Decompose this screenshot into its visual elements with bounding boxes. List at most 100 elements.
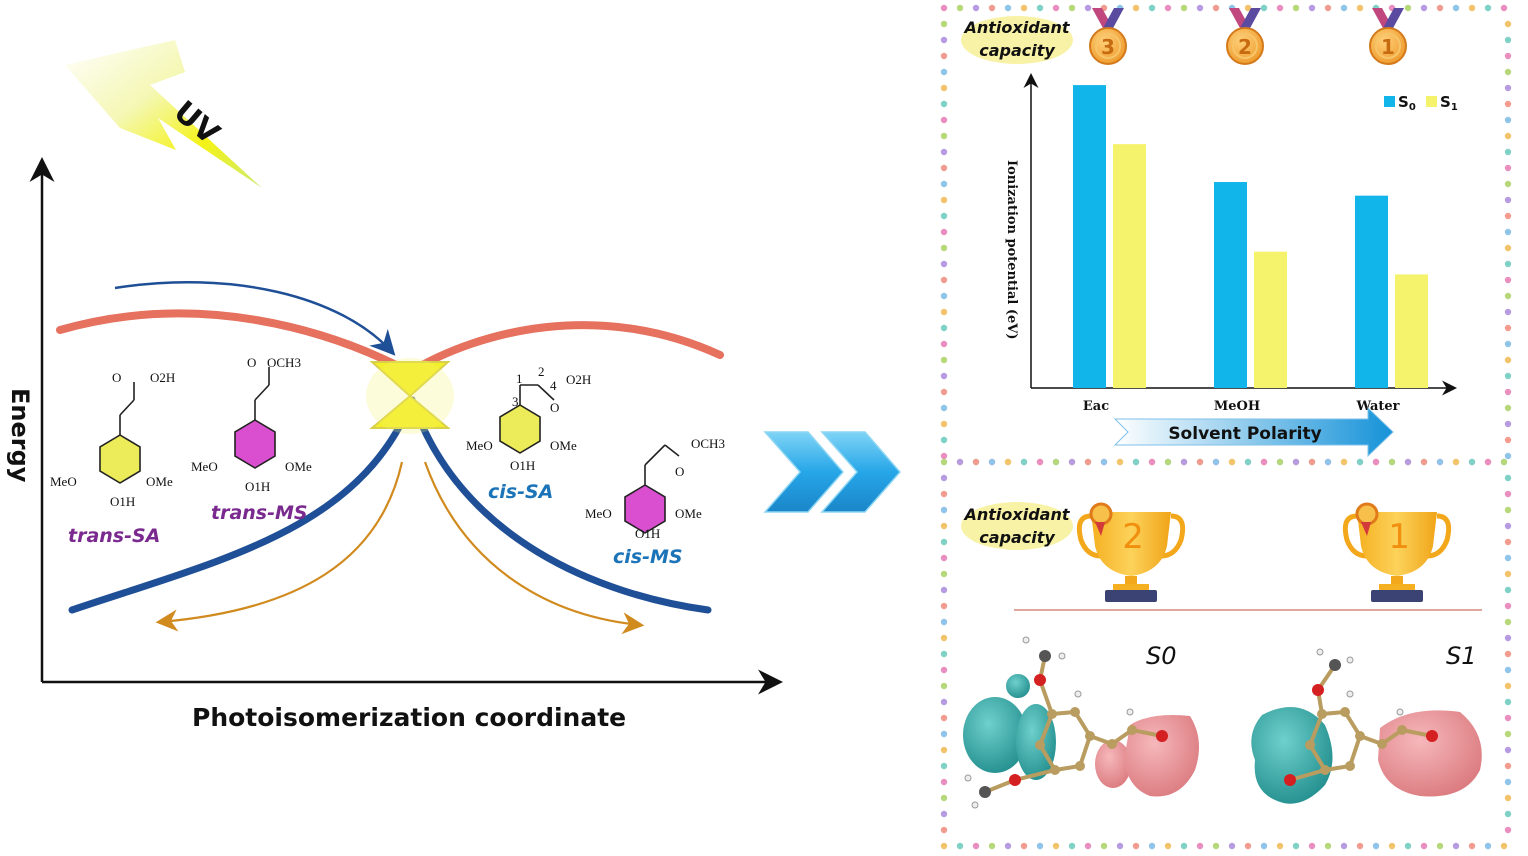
top-capacity-label: Antioxidant capacity bbox=[961, 16, 1073, 64]
frame-dot bbox=[1504, 196, 1512, 204]
frame-dot bbox=[1420, 4, 1428, 12]
frame-dot bbox=[1068, 842, 1076, 850]
frame-dot bbox=[1504, 292, 1512, 300]
frame-dot bbox=[1068, 458, 1076, 466]
frame-dot bbox=[1436, 4, 1444, 12]
medal-3-number: 3 bbox=[1101, 35, 1115, 59]
frame-dot bbox=[1212, 458, 1220, 466]
frame-dot bbox=[1004, 842, 1012, 850]
frame-dot bbox=[1308, 842, 1316, 850]
trophy-2-number: 2 bbox=[1122, 517, 1144, 557]
frame-dot bbox=[940, 228, 948, 236]
trophy-2-icon: 2 bbox=[1076, 502, 1186, 602]
frame-dot bbox=[1340, 4, 1348, 12]
frame-dot bbox=[972, 4, 980, 12]
frame-dot bbox=[988, 842, 996, 850]
frame-dot bbox=[1504, 100, 1512, 108]
frame-dot bbox=[1504, 36, 1512, 44]
frame-dot bbox=[1504, 810, 1512, 818]
frame-dot bbox=[1468, 842, 1476, 850]
orbital-s1: S1 bbox=[1251, 642, 1482, 804]
medal-1-icon: 1 bbox=[1369, 8, 1407, 65]
frame-dot bbox=[940, 68, 948, 76]
solvent-polarity-arrow: Solvent Polarity bbox=[1113, 406, 1394, 458]
frame-dot bbox=[940, 100, 948, 108]
bottom-capacity-line1: Antioxidant bbox=[963, 505, 1071, 524]
frame-dot bbox=[1084, 458, 1092, 466]
frame-dot bbox=[940, 666, 948, 674]
frame-dot bbox=[940, 682, 948, 690]
molecule-cis-sa: 1 2 3 4 O2H O MeO OMe O1H cis-SA bbox=[466, 364, 591, 503]
cis-sa-meo: MeO bbox=[466, 438, 493, 453]
frame-dot bbox=[940, 634, 948, 642]
trans-ms-label: trans-MS bbox=[211, 502, 308, 524]
frame-dot bbox=[1484, 458, 1492, 466]
frame-dot bbox=[1504, 538, 1512, 546]
y-axis-label: Energy bbox=[6, 388, 34, 483]
frame-dot bbox=[1036, 4, 1044, 12]
frame-dot bbox=[940, 148, 948, 156]
molecule-trans-sa: O O2H MeO OMe O1H trans-SA bbox=[50, 370, 175, 547]
frame-dot bbox=[940, 586, 948, 594]
x-tick-label: Eac bbox=[1083, 399, 1109, 414]
frame-dot bbox=[1504, 778, 1512, 786]
cis-sa-label: cis-SA bbox=[488, 481, 553, 503]
frame-dot bbox=[940, 570, 948, 578]
frame-dot bbox=[940, 308, 948, 316]
trans-sa-carbonyl-o: O bbox=[112, 370, 121, 385]
frame-dot bbox=[1452, 4, 1460, 12]
frame-dot bbox=[1132, 842, 1140, 850]
frame-dot bbox=[1084, 4, 1092, 12]
frame-dot bbox=[1276, 458, 1284, 466]
frame-dot bbox=[940, 538, 948, 546]
x-axis-label: Photoisomerization coordinate bbox=[192, 703, 626, 732]
frame-dot bbox=[1504, 372, 1512, 380]
cis-ms-ester-group: OCH3 bbox=[691, 436, 725, 451]
frame-dot bbox=[1244, 842, 1252, 850]
frame-dot bbox=[940, 276, 948, 284]
frame-dot bbox=[1500, 842, 1508, 850]
frame-dot bbox=[1504, 826, 1512, 834]
frame-dot bbox=[940, 164, 948, 172]
cis-sa-o1h: O1H bbox=[510, 458, 535, 473]
frame-dot bbox=[940, 36, 948, 44]
frame-dot bbox=[940, 260, 948, 268]
frame-dot bbox=[940, 842, 948, 850]
frame-dot bbox=[940, 810, 948, 818]
frame-dot bbox=[1020, 4, 1028, 12]
frame-dot bbox=[1084, 842, 1092, 850]
frame-dot bbox=[1116, 458, 1124, 466]
frame-dot bbox=[940, 84, 948, 92]
frame-dot bbox=[1468, 458, 1476, 466]
frame-dot bbox=[1132, 4, 1140, 12]
frame-dot bbox=[940, 4, 948, 12]
trans-ms-carbonyl-o: O bbox=[247, 355, 256, 370]
orbital-s0-label: S0 bbox=[1146, 642, 1177, 670]
bottom-capacity-line2: capacity bbox=[979, 528, 1055, 547]
frame-dot bbox=[1004, 458, 1012, 466]
frame-dot bbox=[940, 730, 948, 738]
trophy-1-icon: 1 bbox=[1342, 502, 1452, 602]
frame-dot bbox=[1164, 4, 1172, 12]
frame-dot bbox=[940, 196, 948, 204]
frame-dot bbox=[1452, 458, 1460, 466]
frame-dot bbox=[1504, 634, 1512, 642]
frame-dot bbox=[1052, 842, 1060, 850]
frame-dot bbox=[1468, 4, 1476, 12]
frame-dot bbox=[1036, 842, 1044, 850]
legend-label: S1 bbox=[1440, 93, 1458, 113]
frame-dot bbox=[940, 388, 948, 396]
frame-dot bbox=[1504, 730, 1512, 738]
frame-dot bbox=[940, 356, 948, 364]
cis-sa-atom-2: 2 bbox=[538, 364, 545, 379]
frame-dot bbox=[1052, 458, 1060, 466]
medal-3-icon: 3 bbox=[1089, 8, 1127, 65]
frame-dot bbox=[1504, 260, 1512, 268]
top-capacity-line1: Antioxidant bbox=[963, 18, 1071, 37]
frame-dot bbox=[1504, 20, 1512, 28]
frame-dot bbox=[940, 474, 948, 482]
cis-sa-atom-4: 4 bbox=[550, 378, 557, 393]
